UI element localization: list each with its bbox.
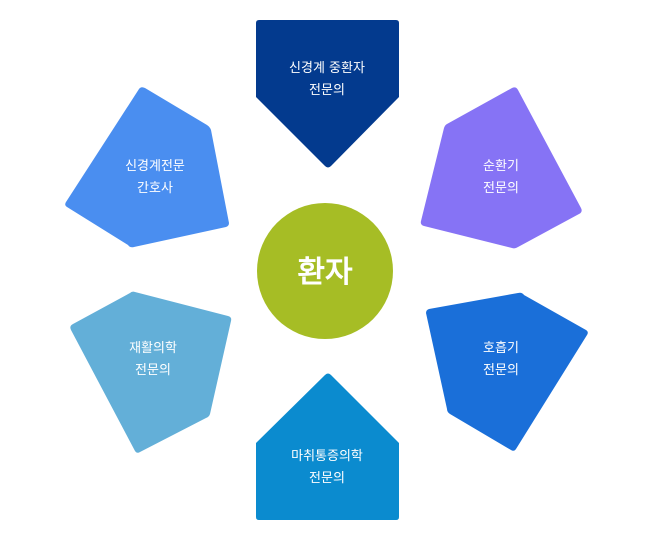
- center-patient-circle: [257, 203, 393, 339]
- node-neuro-nurse-shape: [65, 87, 229, 248]
- node-respiratory-line2: 전문의: [483, 363, 519, 378]
- node-neuro-critical-care: 신경계 중환자 전문의: [256, 20, 399, 168]
- center-patient: 환자: [257, 203, 393, 339]
- node-circulatory: 순환기 전문의: [420, 87, 582, 249]
- node-neuro-nurse-line2: 간호사: [137, 181, 173, 196]
- node-anesthesia-pain: 마취통증의학 전문의: [256, 373, 399, 520]
- node-neuro-nurse-line1: 신경계전문: [125, 159, 185, 174]
- node-neuro-nurse: 신경계전문 간호사: [65, 87, 229, 248]
- node-anesthesia-pain-line1: 마취통증의학: [291, 449, 363, 464]
- node-circulatory-shape: [420, 87, 582, 249]
- node-neuro-critical-care-line2: 전문의: [309, 83, 345, 98]
- node-neuro-critical-care-line1: 신경계 중환자: [289, 61, 365, 76]
- node-rehabilitation-shape: [70, 291, 232, 453]
- node-rehabilitation-line1: 재활의학: [129, 341, 177, 356]
- node-anesthesia-pain-line2: 전문의: [309, 471, 345, 486]
- node-respiratory-line1: 호흡기: [483, 341, 519, 356]
- node-respiratory-shape: [426, 292, 588, 451]
- node-anesthesia-pain-shape: [256, 373, 399, 520]
- node-rehabilitation-line2: 전문의: [135, 363, 171, 378]
- node-circulatory-line2: 전문의: [483, 181, 519, 196]
- node-circulatory-line1: 순환기: [483, 159, 519, 174]
- center-patient-label: 환자: [297, 255, 353, 290]
- node-respiratory: 호흡기 전문의: [426, 292, 588, 451]
- node-neuro-critical-care-shape: [256, 20, 399, 168]
- node-rehabilitation: 재활의학 전문의: [70, 291, 232, 453]
